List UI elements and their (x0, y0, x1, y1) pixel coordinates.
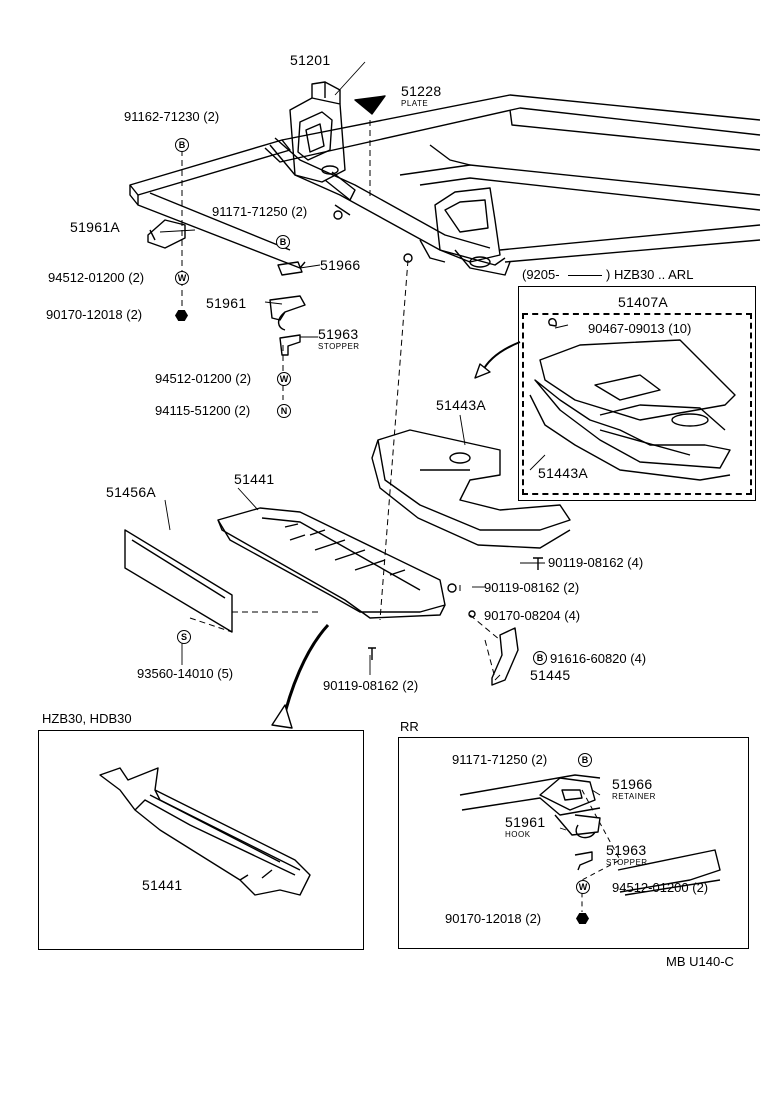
inset-right-frame-drawing (459, 774, 721, 896)
part-51963: 51963 (318, 326, 359, 342)
inset-left-part-51441: 51441 (142, 877, 183, 893)
variant-date-label: (9205- (522, 267, 560, 282)
nut-icon-2 (576, 913, 589, 924)
part-94512-a: 94512-01200 (2) (48, 270, 145, 285)
part-51966: 51966 (320, 257, 361, 273)
part-93560: 93560-14010 (5) (137, 666, 234, 681)
badge-w-3: W (576, 880, 590, 894)
part-51961A: 51961A (70, 219, 121, 235)
nut-icon-1 (175, 310, 188, 321)
retainer-label: RETAINER (612, 792, 656, 801)
part-90119-c: 90119-08162 (2) (323, 678, 419, 693)
variant-model-label: ) HZB30 .. ARL (606, 267, 694, 282)
variant-date-line (568, 275, 602, 276)
part-90170-a: 90170-12018 (2) (46, 307, 143, 322)
variant-box (518, 286, 756, 501)
part-94512-b: 94512-01200 (2) (155, 371, 252, 386)
badge-n: N (277, 404, 291, 418)
part-90119-b: 90119-08162 (2) (484, 580, 580, 595)
badge-b-4: B (578, 753, 592, 767)
inset-right-box (398, 737, 749, 949)
inset-right-title: RR (400, 719, 419, 734)
frame-rail-drawing (129, 94, 761, 269)
part-94115: 94115-51200 (2) (155, 403, 251, 418)
inset-right-part-94512: 94512-01200 (2) (612, 880, 709, 895)
stopper-label: STOPPER (318, 342, 360, 351)
part-51445: 51445 (530, 667, 571, 683)
badge-b-3: B (533, 651, 547, 665)
part-90467: 90467-09013 (10) (588, 321, 692, 336)
stopper-51963-drawing (279, 334, 301, 356)
bracket-51445-drawing (491, 627, 519, 686)
badge-w-1: W (175, 271, 189, 285)
hook-51961A-drawing (147, 219, 186, 249)
plate-51228-drawing (354, 95, 386, 115)
badge-b-1: B (175, 138, 189, 152)
part-51443A-inset: 51443A (538, 465, 589, 481)
inset-left-box (38, 730, 364, 950)
hook-51961-drawing (269, 295, 306, 331)
part-91171: 91171-71250 (2) (212, 204, 308, 219)
part-51407A: 51407A (618, 294, 669, 310)
part-51201: 51201 (290, 52, 331, 68)
inset-left-title: HZB30, HDB30 (42, 711, 132, 726)
crossmember-51201-drawing (269, 81, 511, 276)
variant-dashed-box (522, 313, 752, 495)
part-91162: 91162-71230 (2) (124, 109, 220, 124)
part-51443A-main: 51443A (436, 397, 487, 413)
under-cover-51443A-drawing (371, 429, 571, 549)
part-51961: 51961 (206, 295, 247, 311)
part-51228: 51228 (401, 83, 442, 99)
arrow-head-inset (271, 704, 293, 729)
arrow-to-inset (280, 623, 330, 726)
part-51456A: 51456A (106, 484, 157, 500)
arrow-head-variant (474, 363, 491, 379)
inset-right-part-51963: 51963 (606, 842, 647, 858)
inset-left-skid-plate-drawing (99, 767, 311, 896)
part-91616: 91616-60820 (4) (550, 651, 647, 666)
inset-right-part-51961: 51961 (505, 814, 546, 830)
part-90119-a: 90119-08162 (4) (548, 555, 644, 570)
badge-w-2: W (277, 372, 291, 386)
under-cover-51407A-drawing (529, 339, 736, 481)
part-51441-main: 51441 (234, 471, 275, 487)
footer-code: MB U140-C (666, 954, 734, 969)
skid-plate-51441-drawing (217, 507, 446, 619)
arrow-to-variant (481, 341, 521, 373)
inset-right-part-91171: 91171-71250 (2) (452, 752, 548, 767)
badge-b-2: B (276, 235, 290, 249)
inset-right-part-90170: 90170-12018 (2) (445, 911, 542, 926)
inset-right-part-51966: 51966 (612, 776, 653, 792)
inset-stopper-label: STOPPER (606, 858, 648, 867)
seal-51456A-drawing (124, 529, 233, 633)
plate-label: PLATE (401, 99, 429, 108)
hook-label: HOOK (505, 830, 531, 839)
part-90170-b: 90170-08204 (4) (484, 608, 581, 623)
retainer-51966-drawing (277, 261, 303, 276)
badge-s: S (177, 630, 191, 644)
